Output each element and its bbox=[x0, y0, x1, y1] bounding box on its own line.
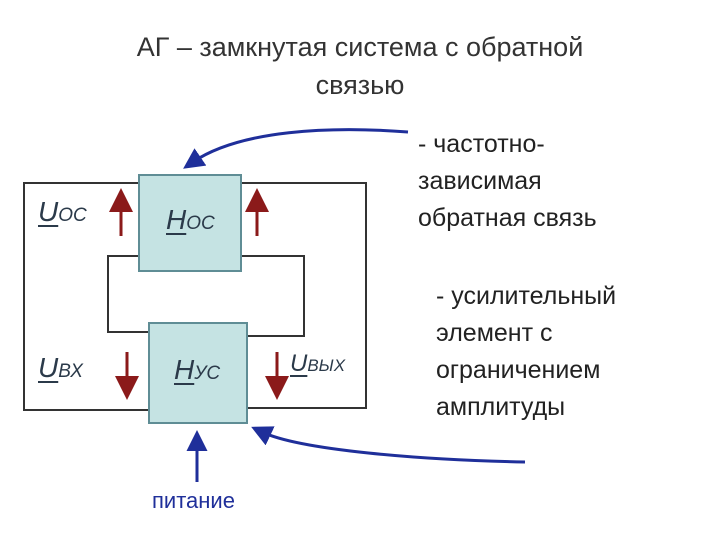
wires bbox=[23, 182, 367, 411]
title-line-2: связью bbox=[315, 70, 405, 100]
feedback-note: - частотно- зависимая обратная связь bbox=[418, 126, 597, 237]
title-line-1: АГ – замкнутая система с обратной bbox=[136, 32, 584, 62]
u-out-label: UВЫХ bbox=[290, 350, 346, 377]
feedback-pointer-arrow bbox=[183, 128, 409, 169]
u-in-label: UВХ bbox=[38, 352, 83, 383]
right-outer-wire bbox=[242, 182, 367, 409]
power-label: питание bbox=[152, 488, 235, 513]
amplifier-pointer-arrow bbox=[251, 426, 526, 464]
amplifier-note-line-3: ограничением bbox=[436, 356, 601, 384]
amplifier-note-line-2: элемент с bbox=[436, 319, 553, 347]
amplifier-block: HУС bbox=[148, 322, 248, 424]
feedback-note-line-3: обратная связь bbox=[418, 204, 597, 232]
amplifier-block-label: HУС bbox=[174, 354, 221, 385]
amplifier-note: - усилительный элемент с ограничением ам… bbox=[436, 278, 616, 426]
feedback-note-line-1: - частотно- bbox=[418, 130, 545, 158]
amplifier-note-line-4: амплитуды bbox=[436, 393, 566, 421]
amplifier-note-line-1: - усилительный bbox=[436, 282, 617, 310]
feedback-block: HОС bbox=[138, 174, 242, 272]
feedback-note-line-2: зависимая bbox=[418, 167, 542, 195]
inner-lower-wire bbox=[107, 255, 148, 333]
u-fb-label: UОС bbox=[38, 196, 87, 227]
slide-title: АГ – замкнутая система с обратной связью bbox=[60, 28, 660, 104]
left-outer-wire bbox=[23, 182, 148, 411]
inner-upper-wire bbox=[242, 255, 305, 337]
feedback-block-label: HОС bbox=[166, 204, 215, 235]
